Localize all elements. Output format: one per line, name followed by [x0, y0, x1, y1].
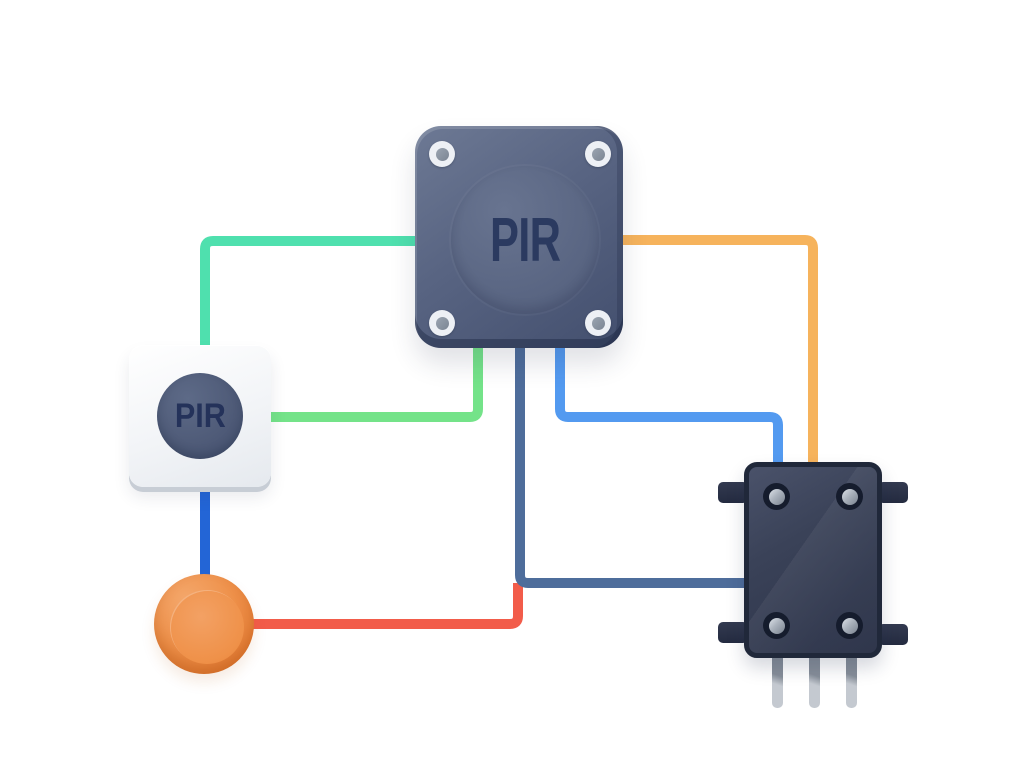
main-pir-label: PIR [489, 205, 561, 275]
small-pir-sensor: PIR [129, 345, 271, 487]
small-pir-label: PIR [174, 396, 226, 435]
mint-wire [200, 236, 419, 347]
push-button [154, 574, 254, 674]
mounting-tab [878, 482, 908, 503]
connector-pin [846, 652, 857, 708]
green-wire [266, 344, 483, 422]
screw-icon [763, 483, 790, 510]
screw-icon [585, 141, 611, 167]
orange-wire [616, 235, 818, 468]
connector-pin [809, 652, 820, 708]
screw-icon [585, 310, 611, 336]
mounting-tab [878, 624, 908, 645]
pir-lens: PIR [157, 373, 243, 459]
pir-lens: PIR [451, 166, 599, 314]
slate-wire [515, 344, 748, 588]
blue-wire [555, 344, 783, 468]
mounting-tab [718, 622, 748, 643]
screw-icon [429, 310, 455, 336]
screw-icon [836, 612, 863, 639]
mounting-tab [718, 482, 748, 503]
screw-icon [429, 141, 455, 167]
screw-icon [836, 483, 863, 510]
main-pir-sensor: PIR [415, 126, 623, 348]
screw-icon [763, 612, 790, 639]
red-wire [245, 583, 523, 629]
relay-module [712, 460, 912, 718]
push-button-cap [170, 590, 244, 664]
connector-pin [772, 652, 783, 708]
relay-body [744, 462, 882, 658]
